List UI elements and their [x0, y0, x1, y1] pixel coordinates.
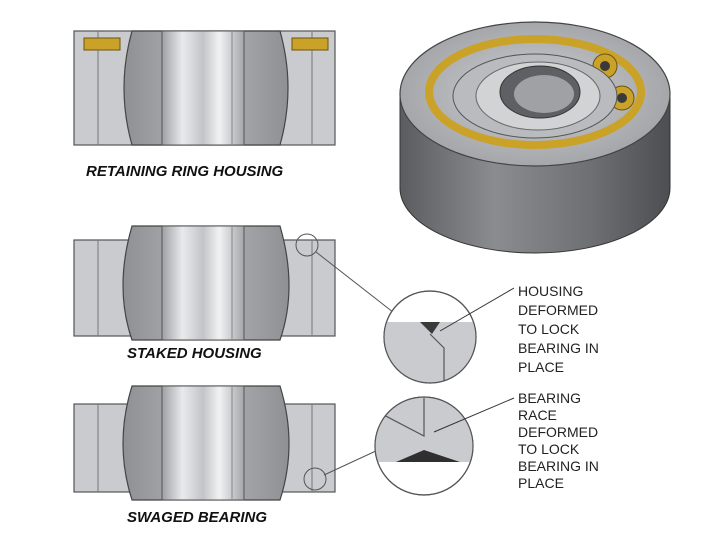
callout-leader-staked — [439, 287, 515, 332]
bore-hole-inner — [514, 75, 574, 113]
bearing-bore — [161, 385, 245, 501]
brass-retaining-ring — [425, 35, 645, 149]
staked-detail-view: HOUSING DEFORMED TO LOCK BEARING IN PLAC… — [383, 283, 603, 384]
detail-leader-line — [315, 251, 399, 317]
ring-tab-lower-hole — [617, 93, 627, 103]
housing-detail-fill — [384, 322, 476, 383]
bearing-bore — [161, 225, 245, 341]
bearing-3d-view — [399, 21, 671, 254]
callout-race-deformed: BEARING RACE DEFORMED TO LOCK BEARING IN… — [518, 390, 603, 491]
caption-staked: STAKED HOUSING — [127, 345, 262, 362]
ring-tab-upper-hole — [600, 61, 610, 71]
callout-leader-swaged — [433, 397, 515, 433]
retaining-ring-section: RETAINING RING HOUSING — [73, 30, 336, 180]
staked-housing-section: STAKED HOUSING — [73, 225, 399, 362]
swaged-bearing-section: SWAGED BEARING — [73, 385, 379, 526]
callout-housing-deformed: HOUSING DEFORMED TO LOCK BEARING IN PLAC… — [518, 283, 603, 375]
staked-deformation — [420, 322, 440, 334]
detail-circle-outline — [374, 396, 474, 496]
detail-marker-circle — [295, 233, 319, 257]
caption-swaged: SWAGED BEARING — [127, 509, 267, 526]
race-detail-fill — [375, 397, 473, 462]
retaining-ring-left — [83, 37, 121, 51]
retaining-ring-right — [291, 37, 329, 51]
swaged-deformation — [396, 450, 460, 462]
detail-marker-circle — [303, 467, 327, 491]
detail-circle-outline — [383, 290, 477, 384]
race-boundary-line — [429, 333, 445, 383]
caption-retaining-ring: RETAINING RING HOUSING — [86, 163, 284, 180]
detail-leader-line — [323, 449, 379, 476]
race-boundary-line — [377, 398, 425, 437]
swaged-detail-view: BEARING RACE DEFORMED TO LOCK BEARING IN… — [374, 390, 603, 496]
bearing-bore — [161, 30, 245, 146]
